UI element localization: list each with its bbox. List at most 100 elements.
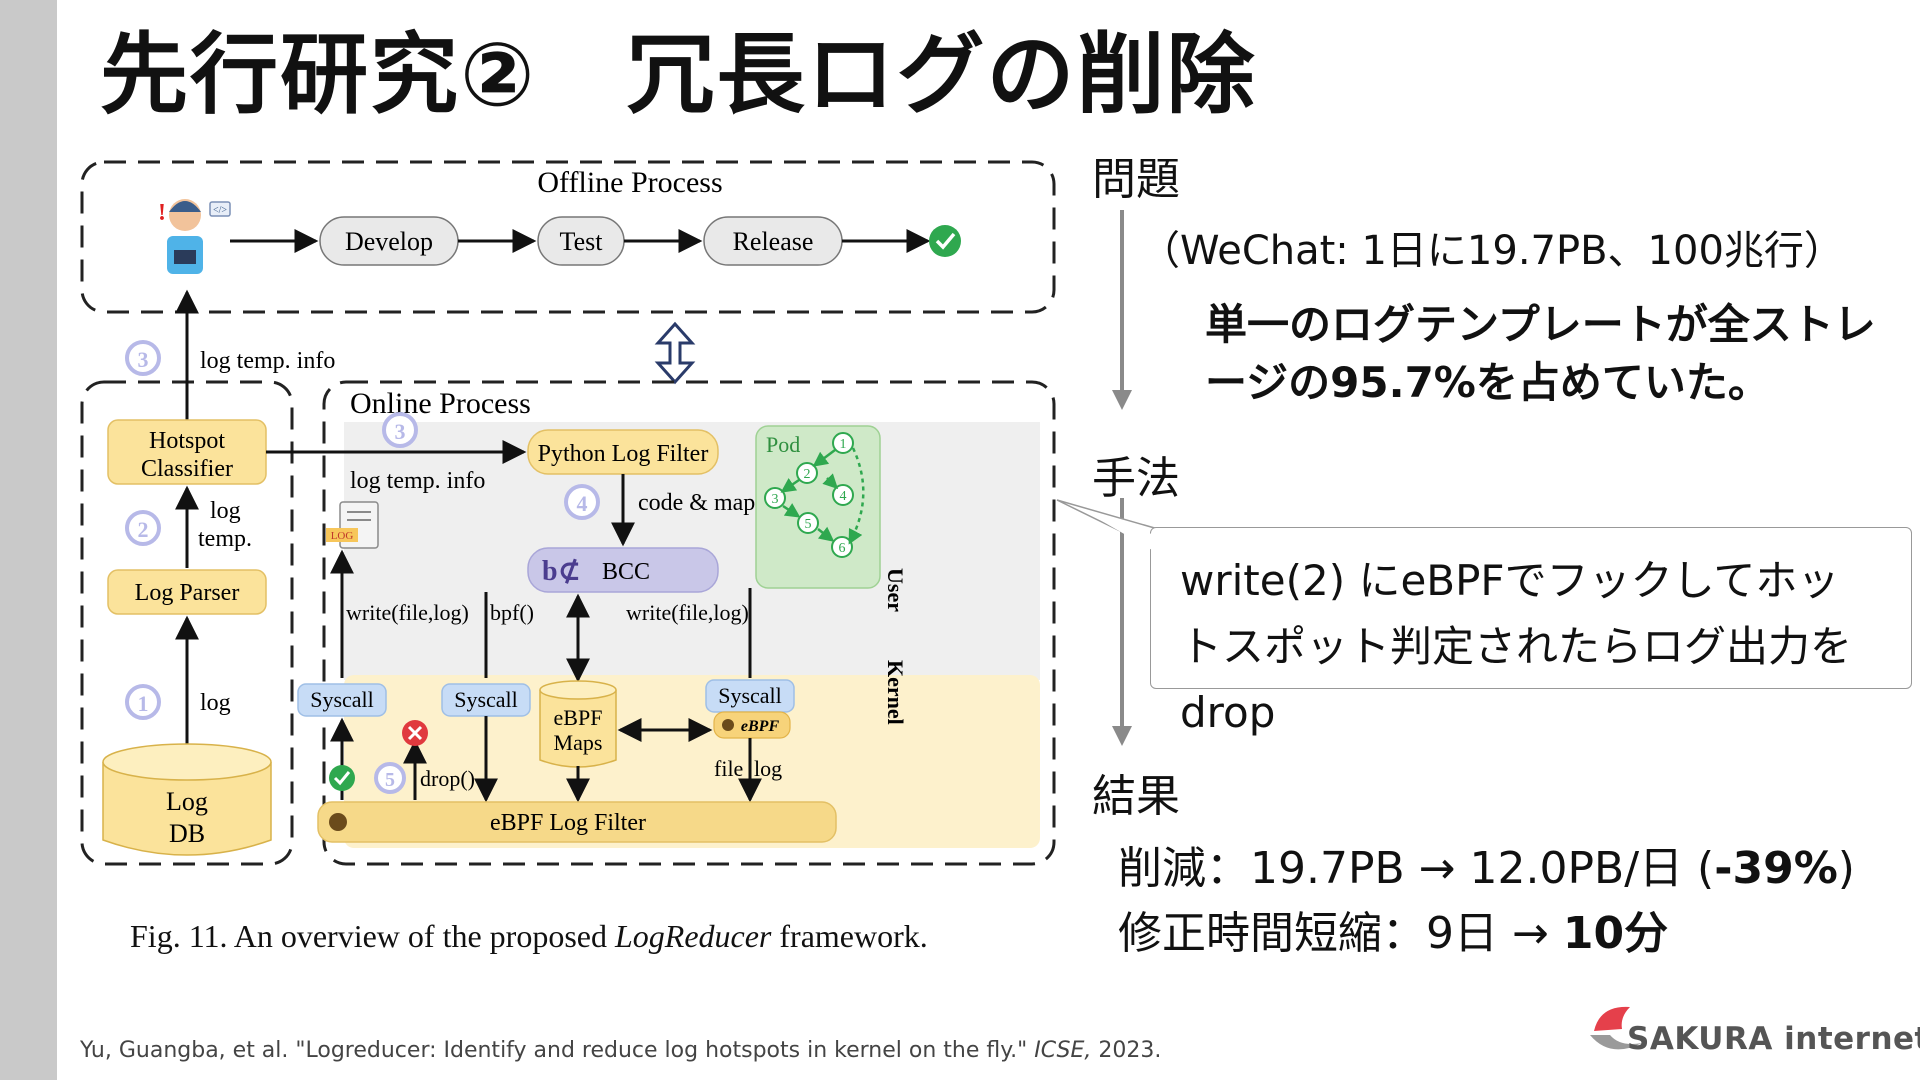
svg-text:eBPF Log Filter: eBPF Log Filter bbox=[490, 810, 646, 836]
svg-text:LOG: LOG bbox=[331, 530, 354, 542]
method-label: 手法 bbox=[1092, 453, 1180, 504]
svg-text:Syscall: Syscall bbox=[718, 683, 782, 708]
sakura-logo-icon bbox=[1590, 1006, 1642, 1050]
step-3-mid-badge: 3 bbox=[382, 412, 418, 448]
log-temp-info-top: log temp. info bbox=[200, 348, 335, 374]
svg-text:Pod: Pod bbox=[766, 432, 800, 457]
bee-icon bbox=[329, 813, 347, 831]
log-temp-info-mid: log temp. info bbox=[350, 468, 485, 494]
svg-text:1: 1 bbox=[840, 437, 847, 452]
develop-stage: Develop bbox=[319, 216, 459, 266]
method-callout-text: write(2) にeBPFでフックしてホットスポット判定されたらログ出力をdr… bbox=[1180, 556, 1853, 737]
test-stage: Test bbox=[537, 216, 625, 266]
bidirectional-arrow-icon bbox=[654, 321, 696, 385]
flow-arrow-1 bbox=[1112, 390, 1132, 410]
success-check-icon bbox=[929, 225, 961, 257]
log-temp-line2: temp. bbox=[198, 526, 252, 552]
svg-text:Python Log Filter: Python Log Filter bbox=[538, 441, 709, 467]
log-arrow-label: log bbox=[200, 690, 231, 716]
svg-text:Log Parser: Log Parser bbox=[135, 580, 240, 606]
log-label-right: log bbox=[754, 756, 782, 781]
svg-text:2: 2 bbox=[804, 467, 811, 482]
left-accent-bar bbox=[0, 0, 57, 1080]
problem-bold-text: 単一のログテンプレートが全ストレージの95.7%を占めていた。 bbox=[1205, 300, 1876, 407]
log-file-icon: LOG bbox=[326, 501, 379, 549]
svg-text:DB: DB bbox=[169, 819, 205, 848]
bcc-logo-icon: b⊄ bbox=[542, 556, 581, 587]
online-process-title: Online Process bbox=[350, 387, 531, 420]
problem-note: （WeChat: 1日に19.7PB、100兆行） bbox=[1140, 228, 1844, 274]
code-maps-label: code & maps bbox=[638, 490, 765, 516]
write-left-label: write(file,log) bbox=[346, 600, 469, 625]
svg-text:5: 5 bbox=[805, 517, 812, 532]
problem-label: 問題 bbox=[1092, 154, 1180, 205]
log-temp-line1: log bbox=[210, 498, 241, 524]
flow-line-2 bbox=[1120, 498, 1124, 726]
slide-title: 先行研究② 冗長ログの削除 bbox=[100, 23, 1257, 126]
svg-text:eBPF: eBPF bbox=[741, 718, 780, 735]
syscall-left: Syscall bbox=[297, 683, 387, 717]
offline-process-box bbox=[80, 160, 1056, 314]
svg-text:Hotspot: Hotspot bbox=[149, 428, 225, 454]
result-reduction: 削減：19.7PB → 12.0PB/日 (-39%) bbox=[1118, 843, 1855, 894]
python-log-filter: Python Log Filter bbox=[527, 429, 719, 475]
allow-check-icon bbox=[329, 765, 355, 791]
logo-text: SAKURA internet bbox=[1627, 1021, 1920, 1057]
svg-text:4: 4 bbox=[840, 489, 847, 504]
step-2-badge: 2 bbox=[125, 510, 161, 546]
svg-text:3: 3 bbox=[138, 347, 149, 372]
log-db-cylinder: Log DB bbox=[102, 743, 272, 856]
flow-arrow-2 bbox=[1112, 726, 1132, 746]
citation: Yu, Guangba, et al. "Logreducer: Identif… bbox=[80, 1038, 1162, 1063]
step-4-badge: 4 bbox=[564, 484, 600, 520]
step-5-badge: 5 bbox=[374, 762, 406, 794]
exclamation-mark: ! bbox=[158, 200, 166, 226]
developer-icon: </> ! bbox=[158, 199, 231, 274]
kernel-label: Kernel bbox=[883, 660, 908, 725]
syscall-middle: Syscall bbox=[441, 683, 531, 717]
svg-text:6: 6 bbox=[839, 541, 846, 556]
flow-line-1 bbox=[1120, 210, 1124, 390]
release-stage: Release bbox=[703, 216, 843, 266]
method-callout-box bbox=[1150, 527, 1912, 689]
svg-text:5: 5 bbox=[385, 769, 395, 791]
svg-text:Syscall: Syscall bbox=[454, 687, 518, 712]
svg-text:Release: Release bbox=[733, 227, 814, 256]
offline-process-title: Offline Process bbox=[537, 166, 722, 199]
drop-label: drop() bbox=[420, 766, 475, 791]
svg-text:Classifier: Classifier bbox=[141, 456, 233, 482]
callout-pointer-cover bbox=[1100, 520, 1152, 550]
bpf-label: bpf() bbox=[490, 600, 534, 625]
code-tag-label: </> bbox=[213, 205, 227, 216]
svg-text:Maps: Maps bbox=[554, 730, 603, 755]
file-label: file bbox=[714, 756, 743, 781]
ebpf-log-filter: eBPF Log Filter bbox=[317, 801, 837, 843]
step-3-top-badge: 3 bbox=[125, 340, 161, 376]
user-label: User bbox=[883, 568, 908, 612]
svg-text:BCC: BCC bbox=[602, 559, 650, 585]
figure-caption: Fig. 11. An overview of the proposed Log… bbox=[130, 918, 928, 954]
step-1-badge: 1 bbox=[125, 684, 161, 720]
result-fix-time: 修正時間短縮：9日 → 10分 bbox=[1118, 908, 1669, 959]
syscall-right: Syscall bbox=[705, 679, 795, 713]
svg-text:2: 2 bbox=[138, 517, 149, 542]
svg-text:eBPF: eBPF bbox=[554, 705, 603, 730]
svg-text:Syscall: Syscall bbox=[310, 687, 374, 712]
drop-x-icon bbox=[402, 720, 428, 746]
svg-text:Log: Log bbox=[166, 787, 208, 816]
svg-text:Test: Test bbox=[560, 227, 604, 256]
ebpf-maps: eBPF Maps bbox=[539, 680, 617, 768]
pod-box: Pod 1 2 3 4 5 6 bbox=[755, 425, 881, 589]
log-parser: Log Parser bbox=[107, 569, 267, 615]
svg-text:1: 1 bbox=[138, 691, 149, 716]
svg-text:3: 3 bbox=[395, 419, 406, 444]
svg-text:Develop: Develop bbox=[345, 227, 433, 256]
bcc-block: b⊄ BCC bbox=[527, 547, 719, 593]
result-label: 結果 bbox=[1092, 771, 1180, 822]
svg-text:3: 3 bbox=[772, 492, 779, 507]
ebpf-badge-icon: eBPF bbox=[713, 711, 791, 739]
online-process-box bbox=[322, 380, 1056, 866]
svg-text:4: 4 bbox=[577, 491, 588, 516]
write-right-label: write(file,log) bbox=[626, 600, 749, 625]
logreducer-framework-diagram: Offline Process </> ! Develop Test Relea… bbox=[70, 150, 1070, 880]
